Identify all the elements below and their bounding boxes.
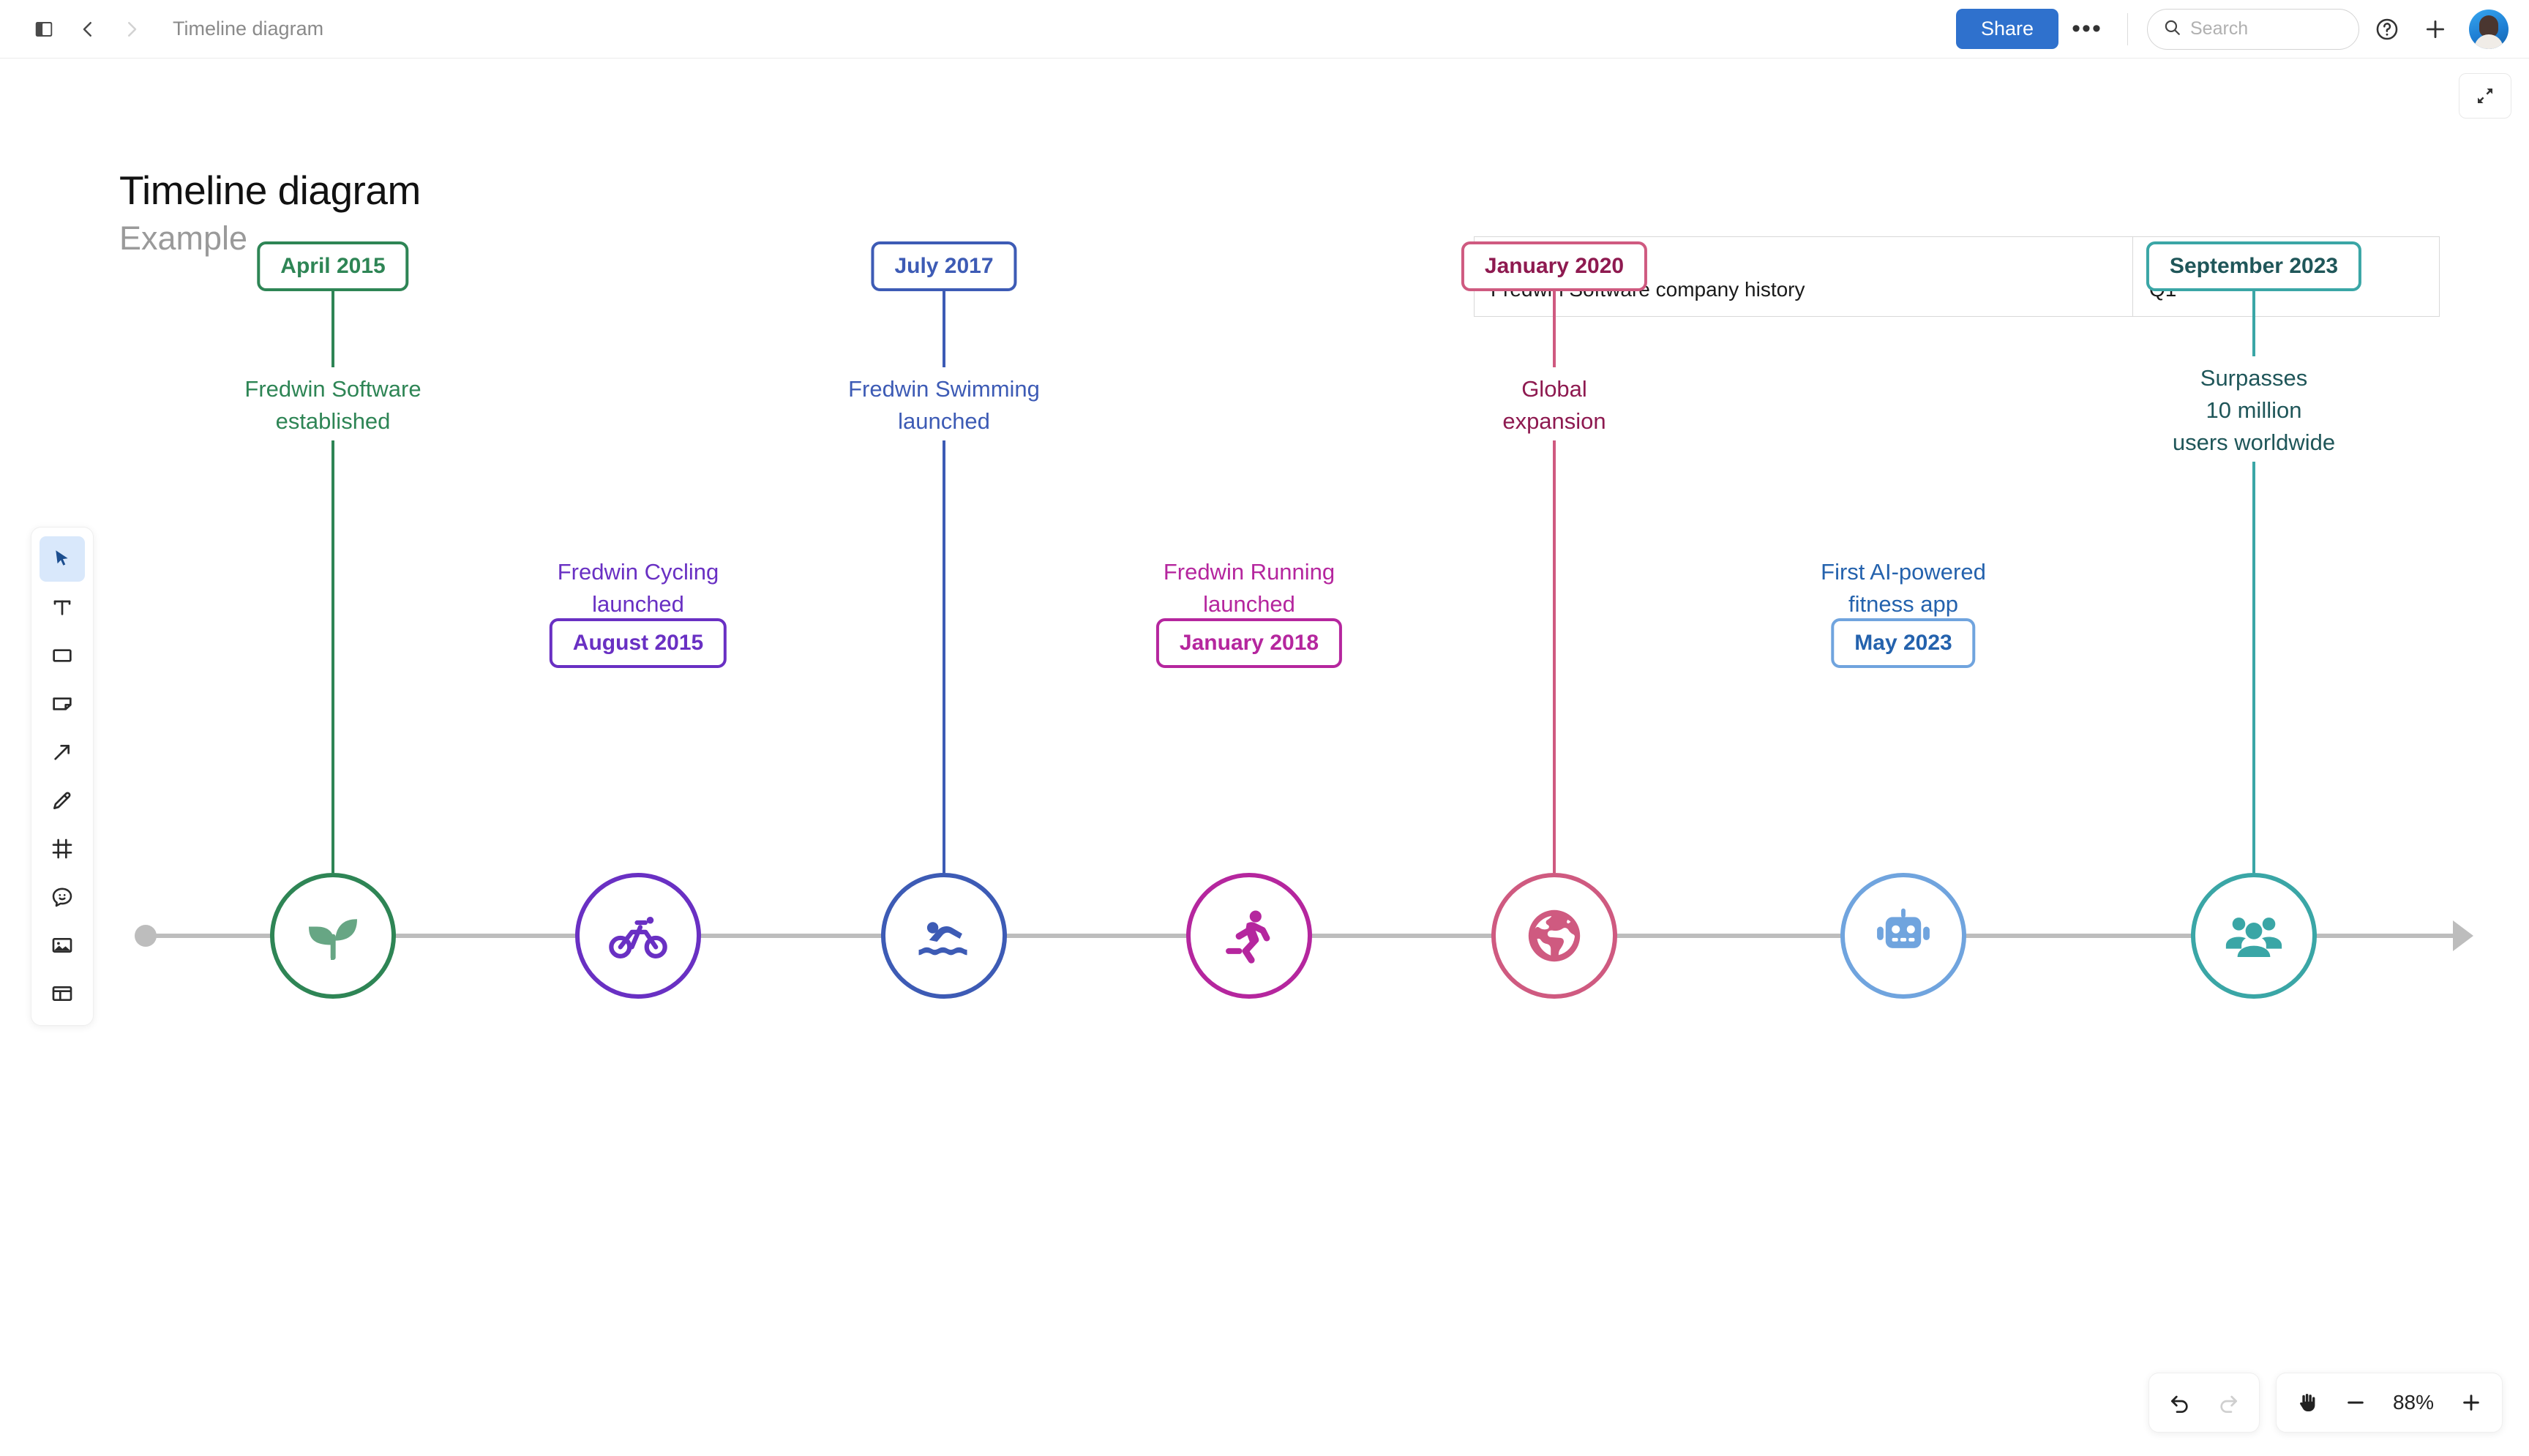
- page-heading: Timeline diagram Example: [119, 167, 421, 258]
- breadcrumb[interactable]: Timeline diagram: [173, 18, 324, 40]
- divider: [2127, 12, 2128, 45]
- timeline-date-chip[interactable]: August 2015: [549, 618, 727, 668]
- timeline-node-globe[interactable]: [1491, 873, 1617, 999]
- back-button[interactable]: [69, 10, 107, 48]
- history-group: [2148, 1373, 2260, 1433]
- timeline-connector: [943, 291, 945, 367]
- select-tool[interactable]: [40, 536, 85, 582]
- timeline-date-label: May 2023: [1854, 631, 1952, 655]
- timeline-node-swimming[interactable]: [881, 873, 1007, 999]
- timeline-date-label: April 2015: [280, 254, 386, 278]
- rectangle-tool[interactable]: [40, 633, 85, 678]
- swimming-icon: [912, 904, 976, 968]
- bicycle-icon: [606, 904, 670, 968]
- help-button[interactable]: [2367, 9, 2408, 50]
- timeline-node-bicycle[interactable]: [575, 873, 701, 999]
- expand-button[interactable]: [2459, 73, 2511, 119]
- timeline-date-label: September 2023: [2169, 254, 2339, 278]
- hand-tool-button[interactable]: [2285, 1381, 2329, 1425]
- canvas[interactable]: Timeline diagram Example Timeline diagra…: [0, 59, 2529, 1456]
- connector-tool[interactable]: [40, 729, 85, 775]
- timeline-start-dot: [135, 925, 157, 947]
- timeline-connector: [2252, 291, 2255, 356]
- timeline-description[interactable]: Global expansion: [1502, 376, 1606, 435]
- page-subtitle[interactable]: Example: [119, 219, 248, 257]
- timeline-node-people[interactable]: [2191, 873, 2317, 999]
- timeline-date-label: August 2015: [572, 631, 704, 655]
- top-bar-left: Timeline diagram: [0, 10, 323, 48]
- timeline-date-label: January 2020: [1484, 254, 1625, 278]
- zoom-group: 88%: [2276, 1373, 2503, 1433]
- timeline-connector: [1553, 440, 1556, 873]
- sticky-note-tool[interactable]: [40, 681, 85, 727]
- zoom-out-button[interactable]: [2334, 1381, 2378, 1425]
- search-icon: [2162, 18, 2181, 40]
- timeline-connector: [331, 440, 334, 873]
- search-input[interactable]: [2190, 18, 2344, 40]
- forward-button[interactable]: [113, 10, 151, 48]
- text-tool[interactable]: [40, 585, 85, 630]
- timeline-date-chip[interactable]: January 2020: [1461, 241, 1648, 291]
- seedling-icon: [301, 904, 365, 968]
- robot-icon: [1871, 904, 1936, 968]
- search-box[interactable]: [2147, 8, 2359, 50]
- bottom-controls: 88%: [2148, 1373, 2503, 1433]
- top-bar-right: Share •••: [1955, 8, 2529, 50]
- zoom-level[interactable]: 88%: [2392, 1391, 2435, 1414]
- timeline-end-arrow: [2453, 920, 2473, 951]
- globe-icon: [1522, 904, 1586, 968]
- more-options-button[interactable]: •••: [2072, 14, 2102, 42]
- template-tool[interactable]: [40, 971, 85, 1016]
- people-icon: [2222, 904, 2286, 968]
- share-button[interactable]: Share: [1955, 9, 2058, 49]
- timeline-description[interactable]: First AI-powered fitness app: [1821, 559, 1986, 618]
- timeline-connector: [1553, 291, 1556, 367]
- zoom-in-button[interactable]: [2449, 1381, 2493, 1425]
- timeline-date-chip[interactable]: September 2023: [2146, 241, 2362, 291]
- timeline-date-chip[interactable]: May 2023: [1831, 618, 1976, 668]
- avatar[interactable]: [2469, 9, 2509, 49]
- timeline-connector: [331, 291, 334, 367]
- timeline-connector: [2252, 462, 2255, 873]
- timeline-description[interactable]: Surpasses 10 million users worldwide: [2172, 365, 2336, 456]
- panel-toggle-button[interactable]: [25, 10, 63, 48]
- timeline-description[interactable]: Fredwin Running launched: [1163, 559, 1335, 618]
- add-button[interactable]: [2415, 9, 2456, 50]
- timeline-date-label: January 2018: [1179, 631, 1319, 655]
- top-bar: Timeline diagram Share •••: [0, 0, 2529, 59]
- timeline-connector: [943, 440, 945, 873]
- timeline-description[interactable]: Fredwin Swimming launched: [848, 376, 1040, 435]
- left-toolbar: [31, 527, 94, 1026]
- redo-button[interactable]: [2206, 1381, 2250, 1425]
- frame-tool[interactable]: [40, 826, 85, 871]
- timeline-description[interactable]: Fredwin Software established: [244, 376, 422, 435]
- pencil-tool[interactable]: [40, 778, 85, 823]
- running-icon: [1217, 904, 1281, 968]
- timeline-date-label: July 2017: [894, 254, 994, 278]
- timeline-date-chip[interactable]: January 2018: [1155, 618, 1343, 668]
- timeline-node-seedling[interactable]: [270, 873, 396, 999]
- emoji-tool[interactable]: [40, 874, 85, 920]
- image-tool[interactable]: [40, 923, 85, 968]
- timeline-description[interactable]: Fredwin Cycling launched: [557, 559, 719, 618]
- undo-button[interactable]: [2158, 1381, 2202, 1425]
- timeline-date-chip[interactable]: April 2015: [257, 241, 409, 291]
- timeline-node-running[interactable]: [1186, 873, 1312, 999]
- timeline-node-robot[interactable]: [1840, 873, 1966, 999]
- page-title[interactable]: Timeline diagram: [119, 168, 421, 213]
- timeline-date-chip[interactable]: July 2017: [871, 241, 1017, 291]
